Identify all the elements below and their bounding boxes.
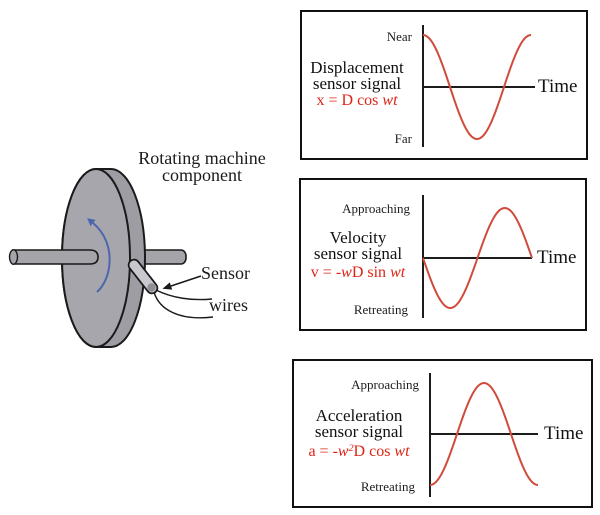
formula-segment: w	[337, 443, 349, 460]
shaft-left-end-cap	[8, 249, 19, 265]
sensor-pointer-line	[170, 275, 202, 287]
formula-segment: wt	[382, 92, 398, 109]
time-label: Time	[544, 423, 584, 444]
acceleration-plot	[429, 373, 539, 497]
signal-curve	[429, 381, 539, 486]
wires-label: wires	[209, 295, 248, 315]
panel-title-line2: sensor signal	[313, 244, 403, 263]
signal-curve	[422, 206, 533, 310]
far-label: Far	[394, 131, 412, 146]
shaft-left	[12, 249, 99, 265]
velocity-plot	[422, 195, 533, 318]
formula-segment: x = D cos	[316, 92, 383, 109]
machine-label-line2: component	[162, 165, 242, 185]
acceleration-formula: a = -w2D cos wt	[298, 442, 420, 462]
panel-title: Acceleration sensor signal a = -w2D cos …	[298, 406, 420, 462]
machine-label: Rotating machine component	[118, 148, 286, 185]
formula-segment: w	[341, 264, 352, 281]
sensor-tip	[147, 283, 156, 292]
sensor-pointer-arrow-icon	[162, 282, 173, 290]
velocity-formula: v = -wD sin wt	[301, 265, 415, 281]
approaching-label: Approaching	[351, 377, 419, 392]
signal-curve	[422, 34, 532, 141]
time-label: Time	[537, 247, 577, 268]
time-label: Time	[538, 76, 578, 97]
near-label: Near	[386, 29, 412, 44]
panel-title-line1: Velocity	[329, 228, 387, 247]
formula-segment: D cos	[353, 443, 395, 460]
machine-label-line1: Rotating machine	[138, 148, 266, 168]
rotation-arrowhead-icon	[87, 218, 96, 227]
panel-title: Velocity sensor signal v = -wD sin wt	[301, 228, 415, 281]
formula-segment: v = -	[310, 264, 342, 281]
formula-segment: 2	[348, 442, 354, 454]
panel-title-line1: Acceleration	[315, 406, 403, 425]
formula-segment: a = -	[308, 443, 338, 460]
displacement-formula: x = D cos wt	[302, 93, 412, 109]
sensor-wire-upper	[155, 289, 213, 301]
sensor-label: Sensor	[201, 263, 250, 283]
panel-title-line2: sensor signal	[314, 422, 404, 441]
panel-displacement: Near Far Time Displacement sensor signal…	[300, 10, 588, 160]
retreating-label: Retreating	[360, 479, 415, 494]
formula-segment: D sin	[351, 264, 391, 281]
rotating-machine-illustration	[8, 168, 214, 348]
sensor-wire-lower	[153, 291, 214, 319]
panel-title-line1: Displacement	[310, 58, 404, 77]
panel-velocity: Approaching Retreating Time Velocity sen…	[299, 178, 587, 331]
panel-title-line2: sensor signal	[312, 74, 402, 93]
formula-segment: wt	[390, 264, 406, 281]
displacement-plot	[422, 25, 535, 147]
rotation-arrow-icon	[92, 222, 111, 293]
panel-acceleration: Approaching Retreating Time Acceleration…	[292, 359, 593, 508]
formula-segment: wt	[394, 443, 410, 460]
retreating-label: Retreating	[353, 302, 408, 317]
panel-title: Displacement sensor signal x = D cos wt	[302, 58, 412, 109]
approaching-label: Approaching	[342, 201, 410, 216]
